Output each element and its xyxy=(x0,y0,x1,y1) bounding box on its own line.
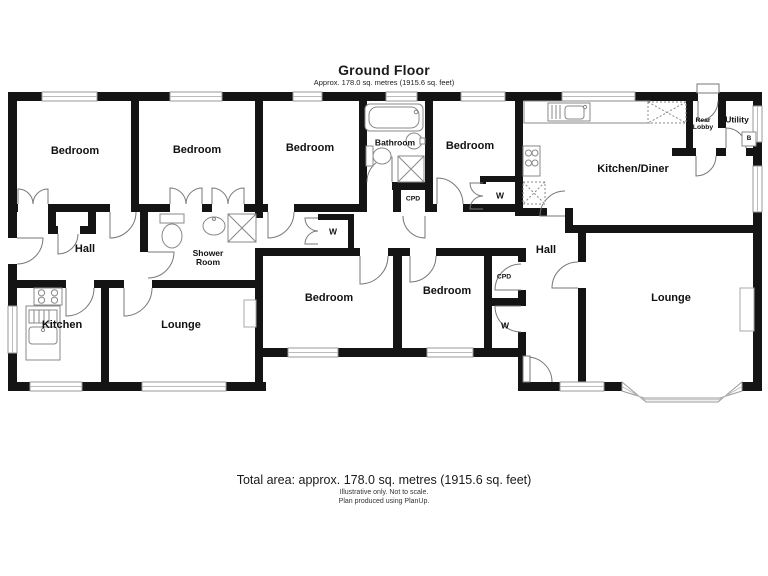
hob-icon xyxy=(522,145,541,177)
room-label-lounge-left: Lounge xyxy=(161,319,201,332)
kitchen-diner-fixtures xyxy=(522,100,687,205)
room-label-shower-room: Shower Room xyxy=(192,248,224,267)
basin-icon xyxy=(202,216,226,236)
room-label-bedroom-6: Bedroom xyxy=(422,285,472,298)
room-label-kitchen-diner: Kitchen/Diner xyxy=(597,163,669,176)
door-leaves xyxy=(522,83,720,383)
toilet-icon xyxy=(365,145,392,167)
window-glazing-lines xyxy=(12,96,758,387)
total-area-text: Total area: approx. 178.0 sq. metres (19… xyxy=(236,473,532,487)
wardrobe-label: W xyxy=(328,226,338,237)
chimney-breast xyxy=(243,299,257,328)
boiler-label: B xyxy=(746,134,752,142)
disclaimer-line-2: Plan produced using PlanUp. xyxy=(338,498,430,505)
exterior-door-openings xyxy=(8,92,718,264)
room-label-bedroom-4: Bedroom xyxy=(445,140,495,153)
appliance-space-icon xyxy=(647,101,687,124)
room-label-hall-right: Hall xyxy=(535,244,557,257)
cupboard-label: CPD xyxy=(496,273,512,281)
cupboard-label: CPD xyxy=(405,195,421,203)
wardrobe-label: W xyxy=(500,320,510,331)
kitchen-sink-icon xyxy=(547,102,591,122)
walls xyxy=(8,92,762,391)
kitchen-sink-icon xyxy=(25,305,61,361)
basin-icon xyxy=(405,132,426,150)
room-label-utility: Utility xyxy=(725,114,749,125)
disclaimer-line-1: Illustrative only. Not to scale. xyxy=(339,489,429,496)
toilet-icon xyxy=(159,213,185,249)
shower-icon xyxy=(227,213,257,243)
shower-icon xyxy=(397,155,425,183)
room-label-rear-lobby: Rear Lobby xyxy=(692,116,714,131)
room-label-bedroom-2: Bedroom xyxy=(172,144,222,157)
boiler-box xyxy=(741,131,757,147)
kitchen-fixtures xyxy=(25,287,63,361)
room-label-kitchen: Kitchen xyxy=(41,319,83,332)
chimney-breast xyxy=(739,287,755,332)
room-label-bedroom-5: Bedroom xyxy=(304,292,354,305)
hob-icon xyxy=(33,287,63,306)
wardrobe-label: W xyxy=(495,190,505,201)
page-subtitle: Approx. 178.0 sq. metres (1915.6 sq. fee… xyxy=(313,78,455,87)
room-label-bathroom: Bathroom xyxy=(374,137,416,148)
room-label-hall-left: Hall xyxy=(74,243,96,256)
bay-window xyxy=(621,380,743,403)
room-label-bedroom-1: Bedroom xyxy=(50,145,100,158)
shower-room-fixtures xyxy=(159,213,257,249)
appliance-space-icon xyxy=(522,181,546,205)
bathroom-fixtures xyxy=(364,103,426,183)
room-label-lounge-right: Lounge xyxy=(651,292,691,305)
page-title: Ground Floor xyxy=(338,62,430,78)
room-label-bedroom-3: Bedroom xyxy=(285,142,335,155)
bath-icon xyxy=(364,103,424,132)
